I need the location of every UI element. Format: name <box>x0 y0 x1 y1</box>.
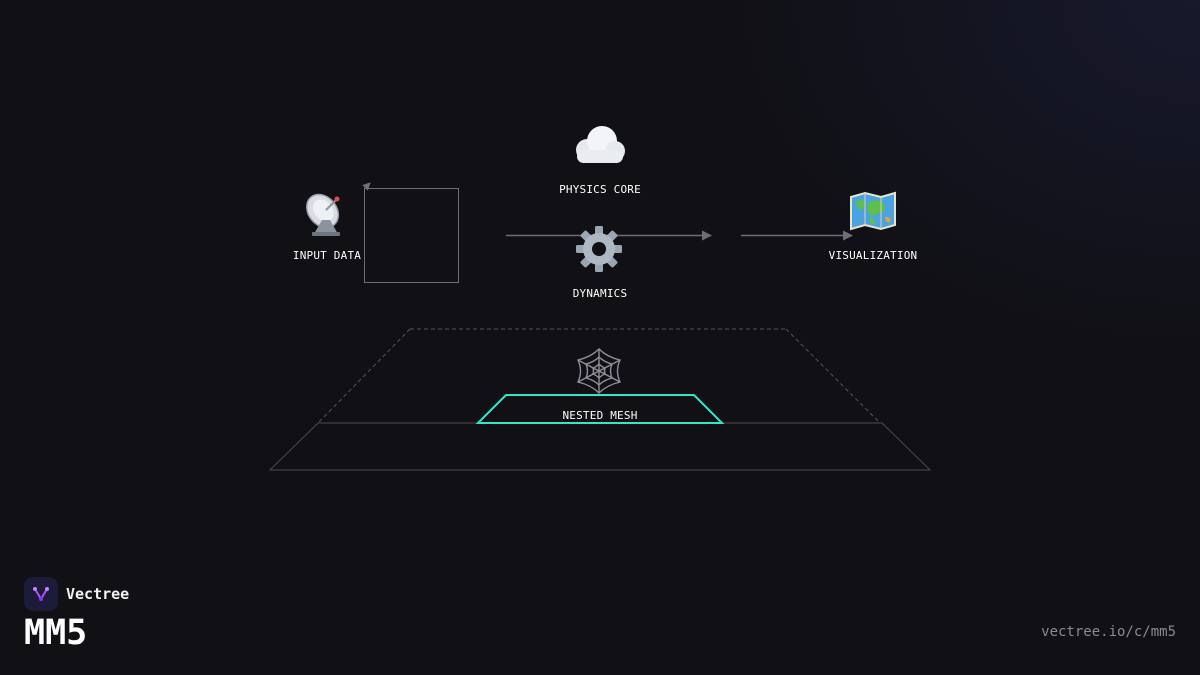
physics-core-label: PHYSICS CORE <box>559 183 641 196</box>
world-map-icon <box>850 191 896 231</box>
gear-icon <box>576 226 622 272</box>
feedback-loop-connector <box>362 182 459 283</box>
spider-web-icon <box>577 348 621 394</box>
nested-mesh-node[interactable]: NESTED MESH <box>562 348 637 422</box>
visualization-label: VISUALIZATION <box>829 249 918 262</box>
physics-core-node[interactable]: PHYSICS CORE <box>559 126 641 196</box>
source-link[interactable]: vectree.io/c/mm5 <box>1041 624 1176 640</box>
dynamics-node[interactable]: DYNAMICS <box>573 226 628 300</box>
page-title: MM5 <box>24 613 88 653</box>
vectree-logo-icon <box>24 577 58 611</box>
input-data-node[interactable]: INPUT DATA <box>293 188 361 262</box>
dynamics-label: DYNAMICS <box>573 287 628 300</box>
input-data-label: INPUT DATA <box>293 249 361 262</box>
satellite-dish-icon <box>306 193 340 236</box>
nested-mesh-outline <box>475 394 725 424</box>
cloud-icon <box>576 126 625 163</box>
visualization-node[interactable]: VISUALIZATION <box>829 191 918 262</box>
brand-name: Vectree <box>66 585 130 603</box>
brand: Vectree <box>24 577 129 611</box>
nested-mesh-label: NESTED MESH <box>562 409 637 422</box>
